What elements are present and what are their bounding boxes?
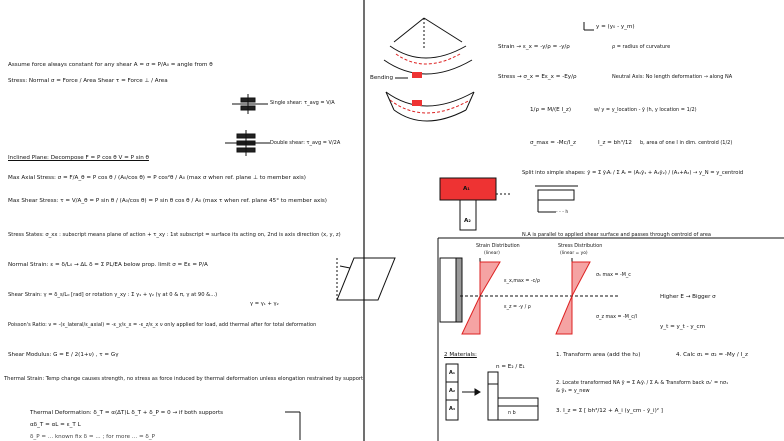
gamma-equation: γ = γ₁ + γ₂ — [250, 301, 279, 307]
shear-modulus: Shear Modulus: G = E / 2(1+ν) , τ = Gγ — [8, 352, 119, 358]
thermal-strain: Thermal Strain: Temp change causes stren… — [4, 376, 364, 382]
calc-step: 4. Calc σ₁ = σ₂ = -My / I_z — [676, 352, 748, 358]
bending-label: Bending — [370, 75, 394, 81]
stress-definition: Stress: Normal σ = Force / Area Shear τ … — [8, 78, 168, 84]
y-definition: y = (y₀ - y_m) — [596, 24, 635, 30]
sigma-max-equation: σ_max = -Mc/I_z — [530, 140, 576, 146]
stress-distribution-sub: (linear = yo) — [560, 251, 588, 256]
higher-e-note: Higher E → Bigger σ — [660, 294, 716, 300]
thermal-deformation: Thermal Deformation: δ_T = α(∆T)L δ_T + … — [30, 410, 224, 416]
single-shear-label: Single shear: τ_avg = V/A — [270, 100, 335, 106]
stack-a1: A₁ — [449, 370, 456, 376]
dimension-label: - - - h — [556, 210, 569, 215]
inclined-plane: Inclined Plane: Decompose F = P cos θ V … — [8, 155, 149, 161]
strain-distribution-sub: (linear) — [484, 251, 500, 256]
poissons-ratio: Poisson's Ratio: ν = -(ε_lateral/ε_axial… — [8, 322, 317, 328]
normal-strain: Normal Strain: ε = δ/L₀ → ∆L δ = Σ PL/EA… — [8, 262, 208, 268]
stress-equation: Stress → σ_x = Eε_x = -Ey/ρ — [498, 74, 577, 80]
max-axial-stress: Max Axial Stress: σ = F/A_θ = P cos θ / … — [8, 175, 306, 181]
epsilon-z: ε_z = -y / ρ — [504, 305, 531, 310]
inertia-equation: I_z = bh³/12 — [598, 140, 632, 146]
strain-distribution-sketch — [460, 258, 620, 335]
beam-strip-sketch — [439, 257, 463, 323]
neutral-axis-note: Neutral Axis: No length deformation → al… — [612, 74, 733, 80]
step-2: 2. Locate transformed NA ȳ = Σ Aᵢȳᵢ / Σ … — [556, 380, 729, 386]
centroid-sketch — [535, 185, 578, 213]
stack-a2: A₂ — [449, 388, 456, 394]
stress-states: Stress States: σ_xx : subscript means pl… — [8, 232, 341, 238]
strain-distribution-title: Strain Distribution — [476, 244, 520, 249]
centroid-formula: Split into simple shapes: ȳ = Σ ȳᵢAᵢ / Σ… — [522, 170, 744, 176]
thermal-cut-line: δ_P = ... known fix δ = ... ; for more .… — [30, 434, 156, 440]
shear-strain: Shear Strain: γ = δ_s/L₀ [rad] or rotati… — [8, 292, 218, 298]
area-a2-label: A₂ — [464, 218, 471, 224]
step-1: 1. Transform area (add the h₂) — [556, 352, 641, 358]
step-2b: & ȳ₁ = y_new — [556, 388, 590, 394]
inertia-note: b, area of one I in dim. centroid (1/2) — [640, 140, 733, 146]
double-shear-sketch — [225, 130, 270, 156]
thermal-equation: αδ_T = αL = ε_T L — [30, 422, 81, 428]
step-3: 3. I_z = Σ [ bh³/12 + A_i (y_cm - ȳ_i)² … — [556, 408, 663, 414]
strain-equation: Strain → ε_x = -y/ρ = -y/ρ — [498, 44, 570, 50]
max-shear-stress: Max Shear Stress: τ = V/A_θ = P sin θ / … — [8, 198, 327, 204]
t-beam-sketch — [439, 177, 510, 231]
strain-note: ρ = radius of curvature — [612, 44, 671, 50]
intro-line: Assume force always constant for any she… — [8, 62, 213, 68]
stress-distribution-sketch — [555, 258, 591, 335]
stack-a3: A₃ — [449, 406, 456, 412]
shear-strain-sketch — [336, 257, 396, 301]
double-shear-label: Double shear: τ_avg = V/2A — [270, 140, 341, 146]
y-transform-eq: y_t = y_t - y_cm — [660, 324, 706, 330]
two-materials-title: 2 Materials: — [444, 352, 477, 358]
curvature-equation: 1/ρ = M/(E I_z) — [530, 107, 572, 113]
sigma-max-bottom: σ_z max = -M_c/I — [596, 315, 637, 320]
stress-distribution-title: Stress Distribution — [558, 244, 603, 249]
neutral-axis-position-note: N.A is parallel to applied shear surface… — [522, 232, 711, 238]
thermal-arrow — [285, 411, 301, 440]
area-a1-label: A₁ — [463, 186, 470, 192]
modular-ratio: n = E₂ / E₁ — [496, 364, 525, 370]
sigma-max-top: σ₁ max = -M_c — [596, 273, 631, 278]
epsilon-max: ε_x,max = -c/ρ — [504, 279, 540, 284]
bending-wedge-sketch — [383, 17, 475, 122]
y-location-note: w/ y = y_location - ȳ (h, y location = 1… — [594, 107, 697, 113]
nb-label: n b — [508, 411, 516, 416]
single-shear-sketch — [232, 94, 268, 114]
two-materials-sketch — [445, 363, 539, 421]
